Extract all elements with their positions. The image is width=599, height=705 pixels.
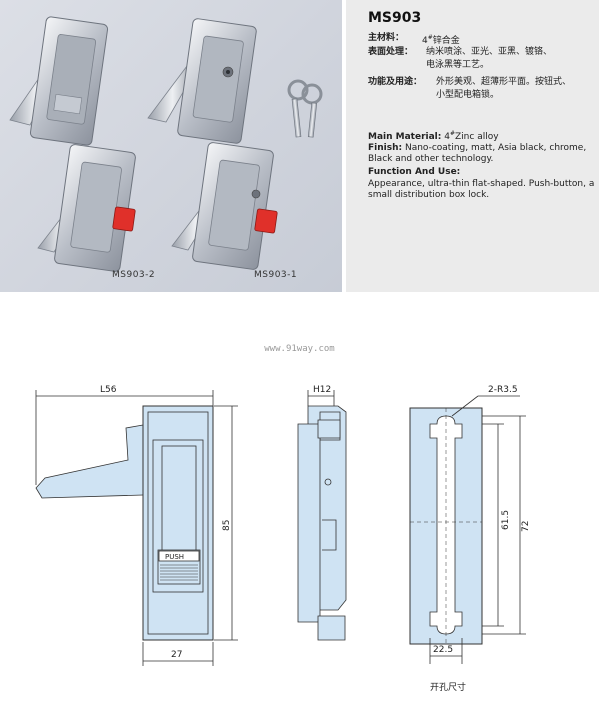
lock-photo-bottom-right (171, 142, 278, 270)
dim-85: 85 (222, 520, 232, 531)
spec-finish-label: 表面处理： (368, 47, 414, 57)
dim-l56: L56 (100, 385, 117, 395)
dim-61-5: 61.5 (501, 510, 511, 530)
en-material-label: Main Material: (368, 132, 442, 142)
en-finish-label: Finish: (368, 143, 403, 153)
en-finish: Finish: Nano-coating, matt, Asia black, … (368, 143, 596, 165)
watermark: www.91way.com (264, 344, 335, 354)
spec-finish-line2: 电泳黑等工艺。 (426, 60, 490, 70)
spec-material-label: 主材料： (368, 33, 405, 43)
push-button-grille (160, 564, 198, 581)
spec-function-line2: 小型配电箱锁。 (436, 90, 500, 100)
side-view (297, 390, 347, 641)
technical-drawing: L56 85 27 PUSH H12 2-R3.5 61.5 72 22.5 (35, 385, 531, 666)
en-function-value: Appearance, ultra-thin flat-shaped. Push… (368, 179, 595, 200)
lock-photo-top-right (147, 18, 323, 144)
spec-material-row: 主材料： 4#锌合金 (368, 32, 460, 46)
cutout-view (409, 395, 526, 664)
dim-27: 27 (171, 650, 182, 660)
en-material: Main Material: 4#Zinc alloy (368, 130, 499, 142)
push-label: PUSH (165, 553, 184, 561)
front-view (35, 390, 238, 666)
model-title: MS903 (368, 10, 422, 26)
en-finish-value: Nano-coating, matt, Asia black, chrome, … (368, 143, 587, 164)
dim-22-5: 22.5 (433, 645, 453, 655)
photo-label-ms903-2: MS903-2 (112, 270, 156, 280)
spec-panel: MS903 主材料： 4#锌合金 表面处理： 纳米喷涂、亚光、亚黑、镀铬、 电泳… (346, 0, 599, 292)
dim-72: 72 (521, 521, 531, 532)
spec-material-value: 4#锌合金 (422, 34, 460, 46)
spec-function-row: 功能及用途： 外形美观、超薄形平面。按钮式、 (368, 76, 571, 88)
lock-photo-bottom-left (37, 144, 136, 272)
dim-h12: H12 (313, 385, 331, 395)
spec-function-line1: 外形美观、超薄形平面。按钮式、 (436, 77, 572, 87)
en-function-label: Function And Use: (368, 167, 461, 177)
lock-photo-top-left (9, 16, 109, 146)
cutout-caption: 开孔尺寸 (430, 683, 467, 693)
photo-label-ms903-1: MS903-1 (254, 270, 298, 280)
product-photo-panel: MS903-2 MS903-1 (0, 0, 342, 292)
product-photo (9, 16, 323, 272)
spec-finish-line1: 纳米喷涂、亚光、亚黑、镀铬、 (426, 47, 553, 57)
spec-function-label: 功能及用途： (368, 77, 423, 87)
dim-2-r3-5: 2-R3.5 (488, 385, 518, 395)
spec-finish-row: 表面处理： 纳米喷涂、亚光、亚黑、镀铬、 (368, 46, 552, 58)
